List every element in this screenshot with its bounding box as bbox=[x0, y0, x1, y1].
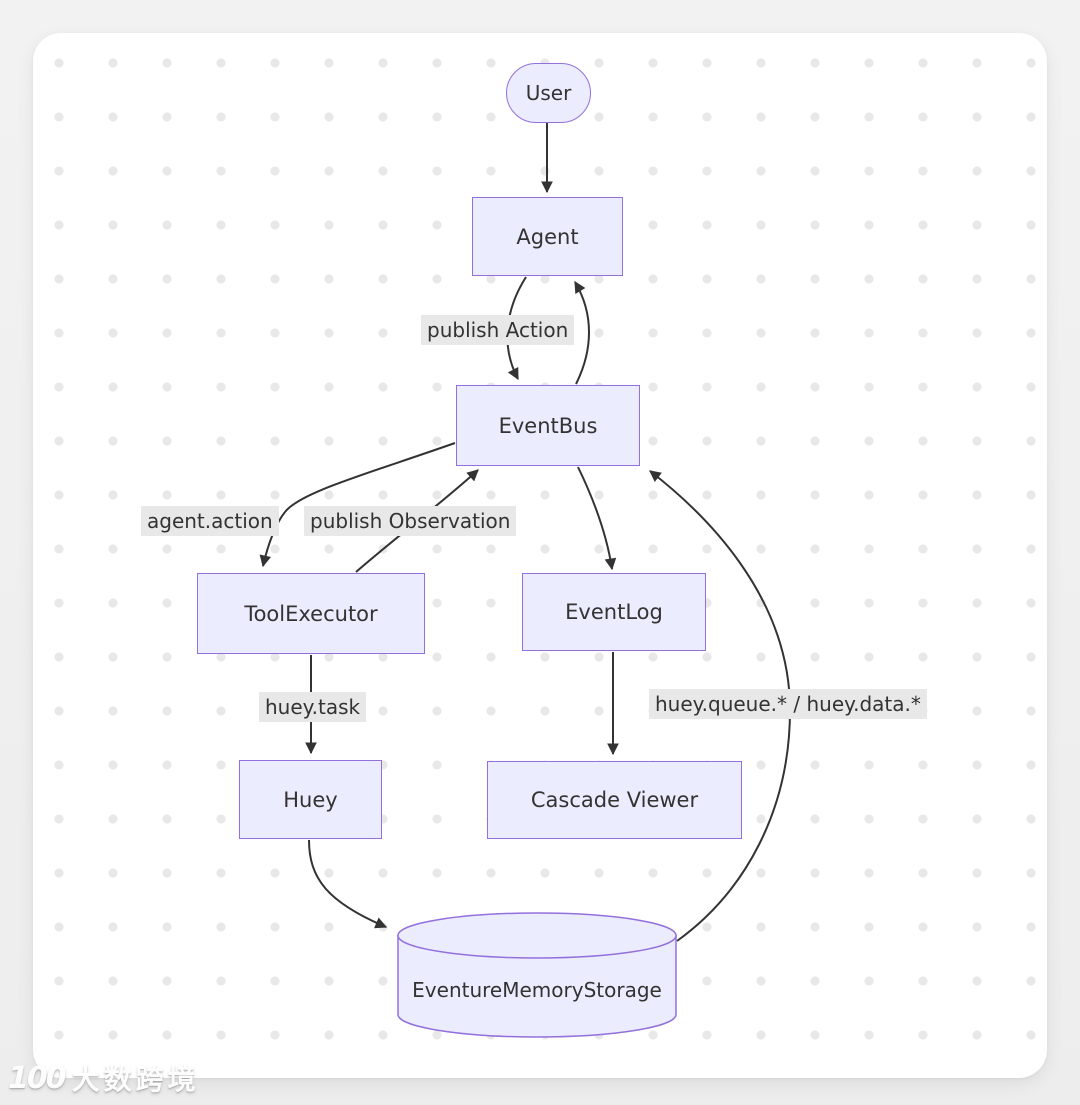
node-toolexecutor: ToolExecutor bbox=[197, 573, 425, 654]
node-eventbus: EventBus bbox=[456, 385, 640, 466]
edge-label-huey-queue: huey.queue.* / huey.data.* bbox=[649, 689, 927, 719]
node-cascade-viewer: Cascade Viewer bbox=[487, 761, 742, 839]
edge-label-publish-action: publish Action bbox=[421, 315, 575, 345]
watermark-logo-icon: 100 bbox=[8, 1060, 67, 1096]
node-storage-label: EventureMemoryStorage bbox=[412, 978, 662, 1002]
node-agent: Agent bbox=[472, 197, 623, 276]
edge-eventbus-toolexecutor bbox=[259, 442, 456, 568]
storage-cylinder bbox=[397, 912, 677, 1038]
edge-eventbus-eventlog bbox=[577, 466, 617, 571]
edge-huey-storage bbox=[308, 839, 388, 929]
edge-label-publish-observation: publish Observation bbox=[304, 506, 517, 536]
node-huey: Huey bbox=[239, 760, 382, 839]
edge-eventbus-agent bbox=[574, 280, 590, 385]
node-user: User bbox=[506, 63, 591, 123]
watermark: 100 大数跨境 bbox=[8, 1058, 200, 1098]
node-eventlog: EventLog bbox=[522, 573, 706, 651]
edge-label-agent-action: agent.action bbox=[141, 506, 279, 536]
watermark-text: 大数跨境 bbox=[71, 1063, 200, 1096]
edge-label-huey-task: huey.task bbox=[259, 692, 367, 722]
